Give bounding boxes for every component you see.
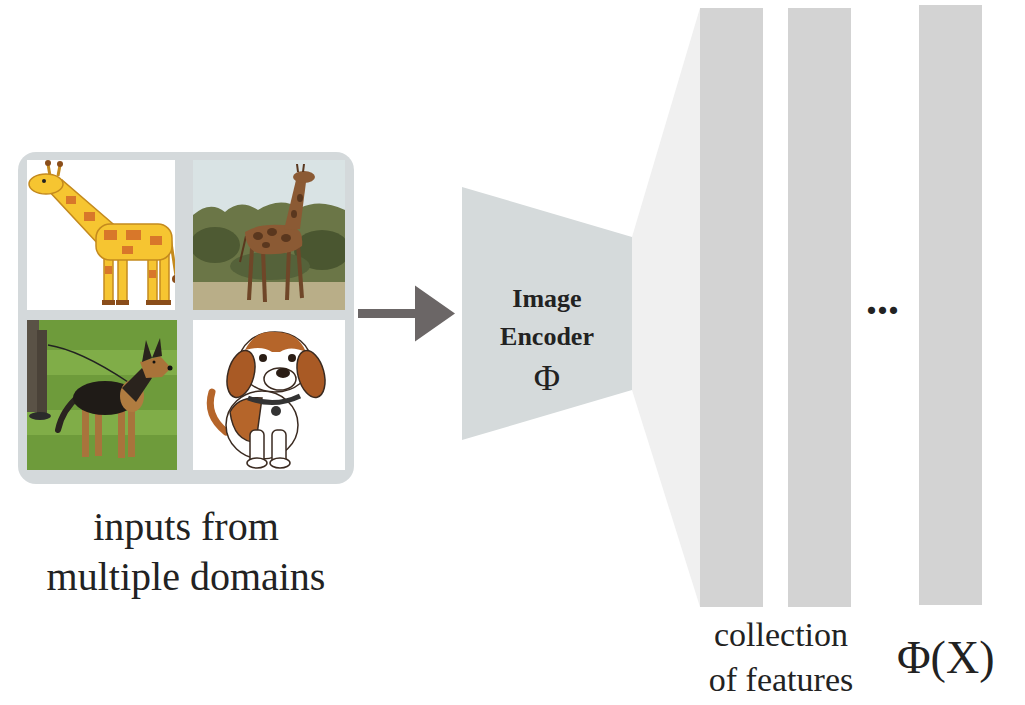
giraffe-photo — [193, 160, 345, 310]
cartoon-beagle-part — [222, 347, 260, 400]
feature-bar — [788, 8, 851, 607]
giraffe-photo-part — [281, 234, 291, 242]
cartoon-beagle-part — [248, 396, 300, 403]
giraffe-photo-part — [284, 180, 306, 230]
encoder-trapezoid — [462, 187, 632, 440]
giraffe-photo-part — [303, 164, 304, 172]
cartoon-giraffe-part — [57, 161, 63, 167]
cartoon-giraffe-part — [122, 246, 133, 254]
shepherd-dog-photo-part — [152, 338, 162, 358]
cartoon-beagle-part — [270, 458, 290, 468]
cartoon-beagle-part — [264, 368, 296, 390]
ellipsis-mark: ... — [866, 280, 899, 320]
cartoon-giraffe-part — [104, 230, 117, 240]
giraffe-photo-part — [287, 248, 289, 300]
cartoon-giraffe-part — [150, 236, 162, 245]
giraffe-photo-part — [267, 228, 277, 236]
shepherd-dog-photo-part — [153, 361, 156, 364]
cartoon-beagle-part — [292, 347, 330, 400]
cartoon-giraffe-part — [42, 179, 46, 183]
cartoon-giraffe-part — [146, 300, 159, 305]
shepherd-dog-photo-part — [27, 320, 177, 470]
cartoon-giraffe-part — [105, 266, 112, 274]
giraffe-photo-part — [297, 164, 298, 172]
cartoon-beagle-part — [245, 332, 306, 352]
giraffe-photo-part — [193, 282, 345, 310]
giraffe-photo-part — [293, 171, 315, 183]
cartoon-giraffe-part — [158, 300, 171, 305]
cartoon-beagle-part — [193, 320, 345, 470]
shepherd-dog-photo-part — [29, 412, 51, 420]
shepherd-dog-photo — [27, 320, 177, 470]
cartoon-giraffe-part — [66, 196, 76, 204]
cartoon-beagle-part — [276, 368, 290, 378]
cartoon-beagle-part — [247, 458, 267, 468]
cartoon-giraffe-part — [126, 230, 141, 240]
giraffe-photo-part — [263, 250, 265, 302]
giraffe-photo-part — [193, 227, 240, 263]
encoder-symbol: Φ — [534, 356, 560, 400]
giraffe-photo-part — [297, 194, 303, 202]
shepherd-dog-photo-part — [142, 340, 152, 362]
giraffe-photo-part — [262, 242, 270, 248]
feature-symbol: Φ(X) — [897, 630, 994, 686]
cartoon-giraffe-part — [102, 300, 115, 305]
giraffe-photo-part — [240, 236, 246, 262]
cartoon-giraffe-part — [116, 300, 129, 305]
cartoon-giraffe-part — [45, 160, 51, 166]
giraffe-photo-part — [253, 232, 263, 240]
cartoon-beagle-part — [259, 354, 267, 362]
shepherd-dog-photo-part — [118, 406, 125, 458]
cartoon-giraffe-part — [29, 174, 63, 194]
panel-caption: inputs from multiple domains — [31, 502, 341, 602]
cartoon-beagle-part — [271, 406, 281, 416]
shepherd-dog-photo-part — [168, 366, 173, 371]
shepherd-dog-photo-part — [37, 330, 47, 416]
feature-fan — [632, 8, 700, 607]
feature-bar — [700, 8, 763, 607]
flow-arrow — [358, 286, 455, 342]
cartoon-giraffe-part — [149, 270, 156, 278]
encoder-text-stack: Image EncoderΦ — [462, 187, 632, 440]
giraffe-photo-part — [298, 244, 302, 298]
input-panel-ground — [18, 152, 354, 484]
cartoon-giraffe-part — [84, 212, 95, 221]
input-panel: inputs from multiple domains — [18, 152, 354, 484]
cartoon-giraffe-part — [27, 160, 175, 310]
cartoon-giraffe-part — [172, 275, 175, 283]
features-caption: collection of features — [701, 612, 861, 702]
cartoon-giraffe-part — [96, 224, 172, 260]
giraffe-photo-part — [291, 210, 297, 218]
cartoon-beagle-part — [288, 354, 296, 362]
encoder-block: Image EncoderΦ — [462, 187, 632, 440]
cartoon-giraffe — [27, 160, 175, 310]
shepherd-dog-photo-part — [48, 345, 128, 382]
cartoon-beagle — [193, 320, 345, 470]
encoder-trapezoid — [462, 187, 632, 440]
giraffe-photo-part — [249, 248, 252, 300]
cartoon-beagle-part — [210, 392, 226, 432]
encoder-label: Image Encoder — [491, 280, 603, 356]
feature-bar — [919, 5, 982, 605]
